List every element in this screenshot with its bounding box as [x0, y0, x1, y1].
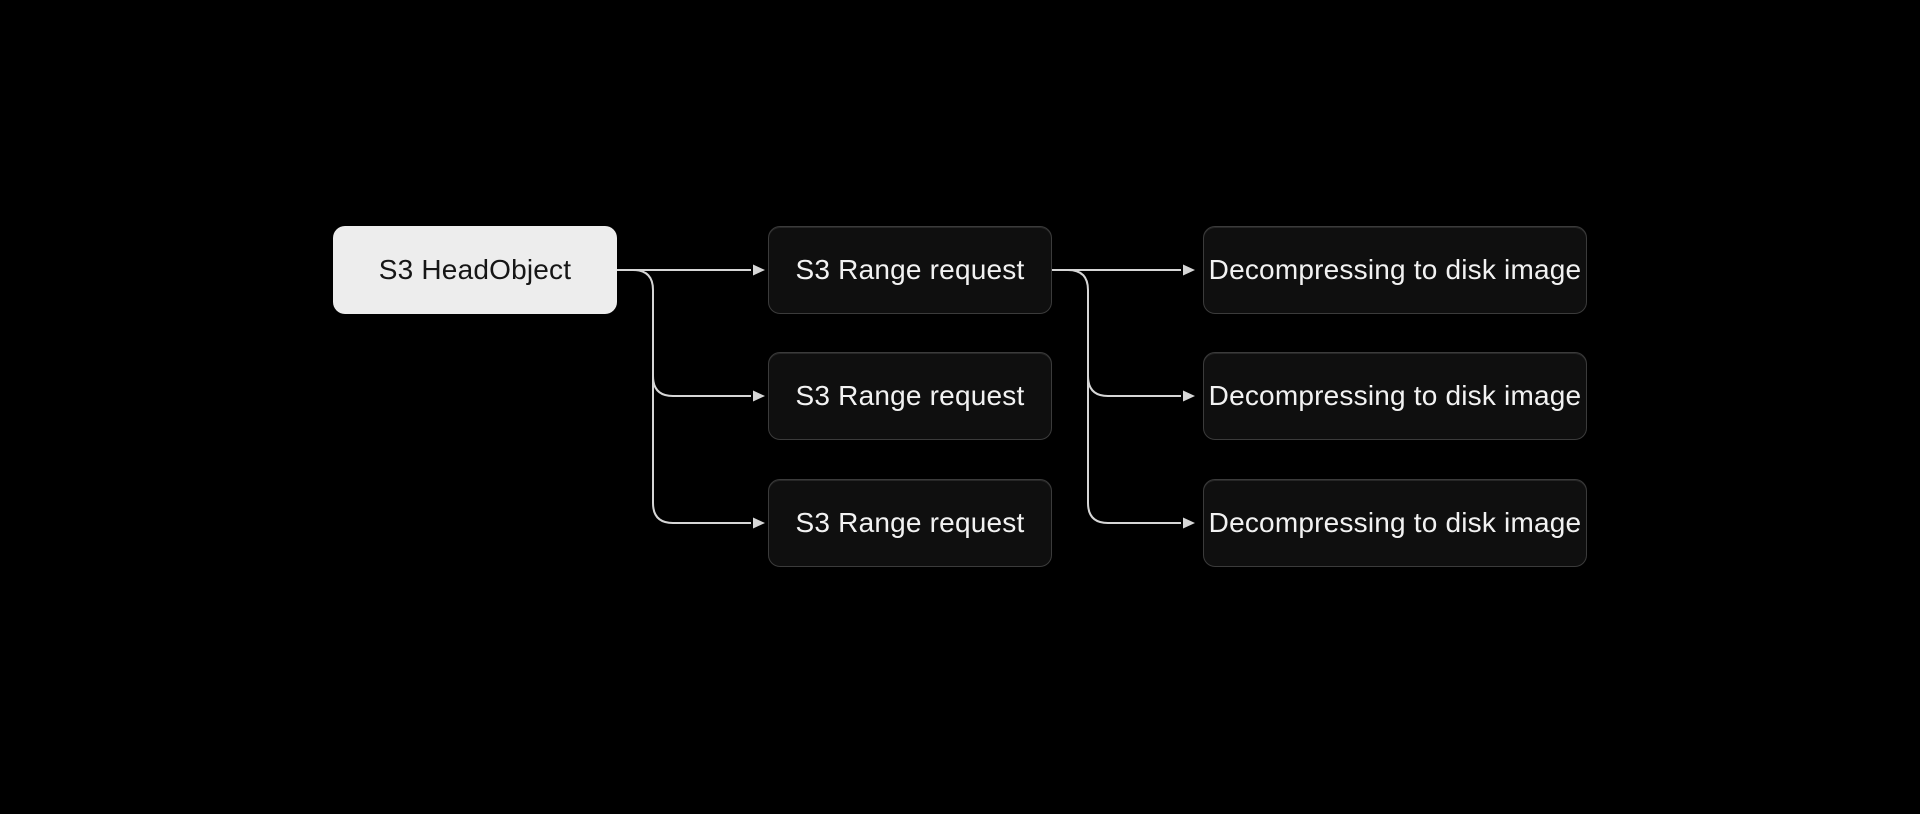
node-s3-range-request-1-label: S3 Range request: [795, 254, 1025, 285]
node-s3-range-request-3-label: S3 Range request: [795, 507, 1025, 538]
node-decompressing-2: Decompressing to disk image: [1203, 352, 1587, 440]
arrowhead-decomp-3: [1183, 517, 1195, 529]
arrowhead-range-3: [753, 517, 765, 529]
arrowhead-decomp-2: [1183, 390, 1195, 402]
edge-head-to-range-3: [632, 269, 751, 524]
node-decompressing-1-label: Decompressing to disk image: [1208, 254, 1582, 285]
edge-range-1-to-decomp-3: [1067, 269, 1181, 524]
node-s3-range-request-1: S3 Range request: [768, 226, 1052, 314]
node-s3-range-request-2-label: S3 Range request: [795, 380, 1025, 411]
node-s3-range-request-3: S3 Range request: [768, 479, 1052, 567]
node-s3-headobject-label: S3 HeadObject: [378, 254, 572, 285]
node-s3-headobject: S3 HeadObject: [333, 226, 617, 314]
node-decompressing-1: Decompressing to disk image: [1203, 226, 1587, 314]
edge-head-to-range-2: [652, 375, 751, 397]
node-decompressing-3-label: Decompressing to disk image: [1208, 507, 1582, 538]
node-decompressing-2-label: Decompressing to disk image: [1208, 380, 1582, 411]
arrowhead-decomp-1: [1183, 264, 1195, 276]
node-s3-range-request-2: S3 Range request: [768, 352, 1052, 440]
arrowhead-range-2: [753, 390, 765, 402]
arrowhead-range-1: [753, 264, 765, 276]
edge-range-1-to-decomp-2: [1087, 375, 1181, 397]
node-decompressing-3: Decompressing to disk image: [1203, 479, 1587, 567]
